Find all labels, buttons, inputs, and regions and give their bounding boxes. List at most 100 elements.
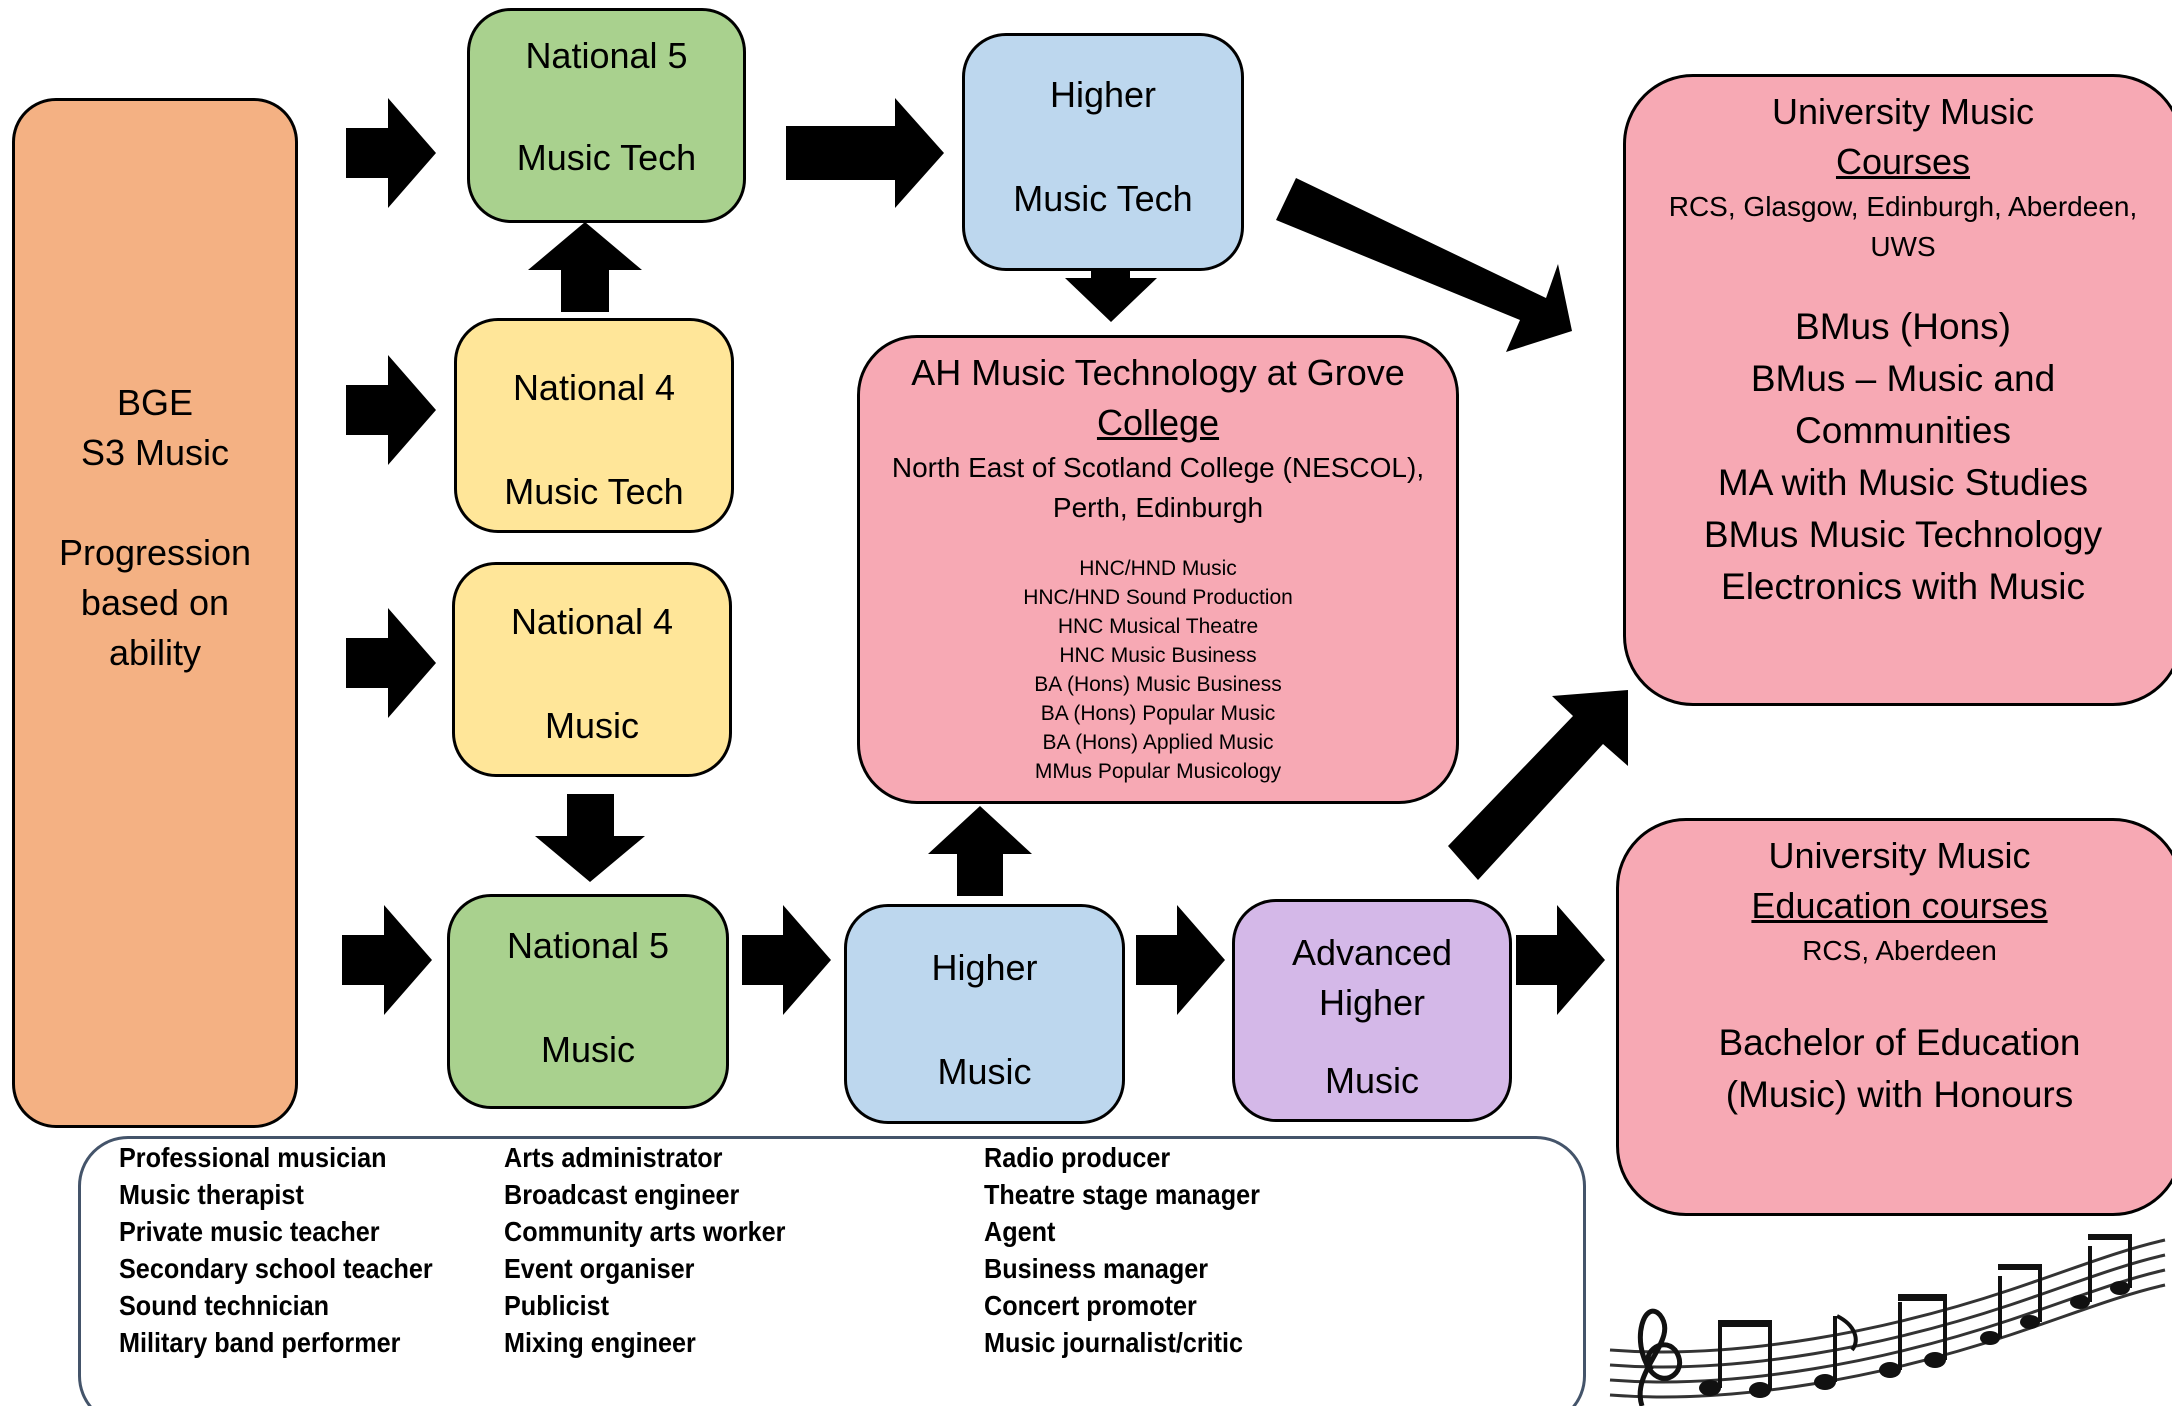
career-item: Sound technician bbox=[119, 1290, 330, 1321]
bge-spacer bbox=[150, 478, 160, 528]
box-line: National 4 bbox=[512, 367, 676, 408]
career-item: Arts administrator bbox=[504, 1142, 723, 1173]
box-line: National 5 bbox=[525, 35, 688, 76]
arrow-icon bbox=[346, 98, 436, 208]
career-item: Private music teacher bbox=[119, 1216, 380, 1247]
career-item: Mixing engineer bbox=[504, 1327, 696, 1358]
uni-title: University Music bbox=[1771, 91, 2035, 132]
arrow-icon bbox=[528, 222, 642, 312]
career-item: Radio producer bbox=[984, 1142, 1171, 1173]
box-line: Music bbox=[544, 705, 639, 746]
career-item: Community arts worker bbox=[504, 1216, 786, 1247]
edu-title: University Music bbox=[1768, 835, 2031, 876]
advanced-higher-music-box: Advanced Higher Music bbox=[1232, 899, 1512, 1122]
careers-column-3: Radio producer Theatre stage manager Age… bbox=[984, 1139, 1291, 1361]
ah-course: BA (Hons) Music Business bbox=[1034, 673, 1282, 696]
career-item: Event organiser bbox=[504, 1253, 695, 1284]
uni-title: Courses bbox=[1835, 141, 1971, 182]
box-line: Music bbox=[1324, 1060, 1419, 1101]
edu-degree: (Music) with Honours bbox=[1725, 1074, 2074, 1115]
arrow-icon bbox=[786, 98, 944, 208]
arrow-icon bbox=[346, 355, 436, 465]
music-staff-notes-icon bbox=[1609, 1234, 2166, 1406]
uni-degree: BMus – Music and bbox=[1750, 358, 2056, 399]
ah-course: HNC/HND Sound Production bbox=[1023, 586, 1293, 609]
ah-title: AH Music Technology at Grove bbox=[911, 352, 1405, 393]
arrow-icon bbox=[928, 806, 1032, 896]
ah-places: Perth, Edinburgh bbox=[1052, 492, 1264, 523]
arrow-icon bbox=[1276, 178, 1572, 352]
ah-course: HNC/HND Music bbox=[1079, 557, 1237, 580]
uni-degree: BMus Music Technology bbox=[1703, 514, 2103, 555]
ah-course: MMus Popular Musicology bbox=[1034, 760, 1282, 783]
arrow-icon bbox=[1065, 236, 1157, 322]
box-line: Music bbox=[937, 1051, 1032, 1092]
ah-course: BA (Hons) Applied Music bbox=[1042, 731, 1274, 754]
uni-degree: BMus (Hons) bbox=[1795, 306, 2011, 347]
ah-course-list: HNC/HND Music HNC/HND Sound Production H… bbox=[1023, 554, 1293, 786]
box-line: Higher bbox=[1318, 982, 1426, 1023]
bge-s3-music-box: BGE S3 Music Progression based on abilit… bbox=[12, 98, 298, 1128]
career-item: Music therapist bbox=[119, 1179, 304, 1210]
box-line: Music Tech bbox=[1013, 178, 1193, 219]
bge-line: BGE bbox=[116, 382, 194, 423]
arrow-icon bbox=[342, 905, 432, 1015]
career-item: Music journalist/critic bbox=[984, 1327, 1244, 1358]
career-item: Concert promoter bbox=[984, 1290, 1197, 1321]
box-line: Advanced bbox=[1291, 932, 1453, 973]
box-line: Music bbox=[540, 1029, 635, 1070]
careers-column-1: Professional musician Music therapist Pr… bbox=[119, 1139, 468, 1361]
national4-music-box: National 4 Music bbox=[452, 562, 732, 777]
career-item: Secondary school teacher bbox=[119, 1253, 433, 1284]
bge-line: Progression bbox=[58, 532, 252, 573]
arrow-icon bbox=[346, 608, 436, 718]
national5-music-tech-box: National 5 Music Tech bbox=[467, 8, 746, 223]
career-item: Broadcast engineer bbox=[504, 1179, 740, 1210]
box-line: National 5 bbox=[506, 925, 670, 966]
careers-column-2: Arts administrator Broadcast engineer Co… bbox=[504, 1139, 817, 1361]
career-item: Business manager bbox=[984, 1253, 1209, 1284]
edu-places: RCS, Aberdeen bbox=[1802, 935, 1997, 966]
career-item: Theatre stage manager bbox=[984, 1179, 1260, 1210]
national4-music-tech-box: National 4 Music Tech bbox=[454, 318, 734, 533]
higher-music-tech-box: Higher Music Tech bbox=[962, 33, 1244, 271]
bge-line: based on bbox=[80, 582, 230, 623]
university-music-education-box: University Music Education courses RCS, … bbox=[1616, 818, 2172, 1216]
edu-degree: Bachelor of Education bbox=[1718, 1022, 2081, 1063]
ah-places: North East of Scotland College (NESCOL), bbox=[891, 452, 1425, 483]
careers-box: Professional musician Music therapist Pr… bbox=[78, 1136, 1586, 1406]
career-item: Publicist bbox=[504, 1290, 610, 1321]
career-item: Agent bbox=[984, 1216, 1056, 1247]
box-line: Music Tech bbox=[516, 137, 697, 178]
box-line: Higher bbox=[931, 947, 1038, 988]
arrow-icon bbox=[1136, 905, 1225, 1015]
arrow-icon bbox=[535, 794, 645, 882]
ah-title: College bbox=[1096, 402, 1220, 443]
uni-degree-list: BMus (Hons) BMus – Music and Communities… bbox=[1704, 301, 2102, 613]
bge-line: S3 Music bbox=[80, 432, 230, 473]
career-item: Professional musician bbox=[119, 1142, 387, 1173]
university-music-courses-box: University Music Courses RCS, Glasgow, E… bbox=[1623, 74, 2172, 706]
ah-course: HNC Musical Theatre bbox=[1057, 615, 1259, 638]
national5-music-box: National 5 Music bbox=[447, 894, 729, 1109]
ah-course: BA (Hons) Popular Music bbox=[1040, 702, 1276, 725]
uni-places: UWS bbox=[1870, 231, 1936, 262]
arrow-icon bbox=[1516, 905, 1605, 1015]
box-line: Music Tech bbox=[504, 471, 684, 512]
arrow-icon bbox=[742, 905, 831, 1015]
ah-music-technology-box: AH Music Technology at Grove College Nor… bbox=[857, 335, 1459, 804]
career-item: Military band performer bbox=[119, 1327, 401, 1358]
box-line: National 4 bbox=[510, 601, 674, 642]
arrow-icon bbox=[1448, 690, 1628, 880]
uni-places: RCS, Glasgow, Edinburgh, Aberdeen, bbox=[1668, 191, 2138, 222]
box-line: Higher bbox=[1049, 74, 1157, 115]
edu-title: Education courses bbox=[1751, 885, 2048, 926]
uni-degree: Electronics with Music bbox=[1721, 566, 2085, 607]
higher-music-box: Higher Music bbox=[844, 904, 1125, 1124]
uni-degree: MA with Music Studies bbox=[1717, 462, 2089, 503]
ah-course: HNC Music Business bbox=[1059, 644, 1257, 667]
uni-degree: Communities bbox=[1795, 410, 2011, 451]
bge-line: ability bbox=[108, 632, 202, 673]
